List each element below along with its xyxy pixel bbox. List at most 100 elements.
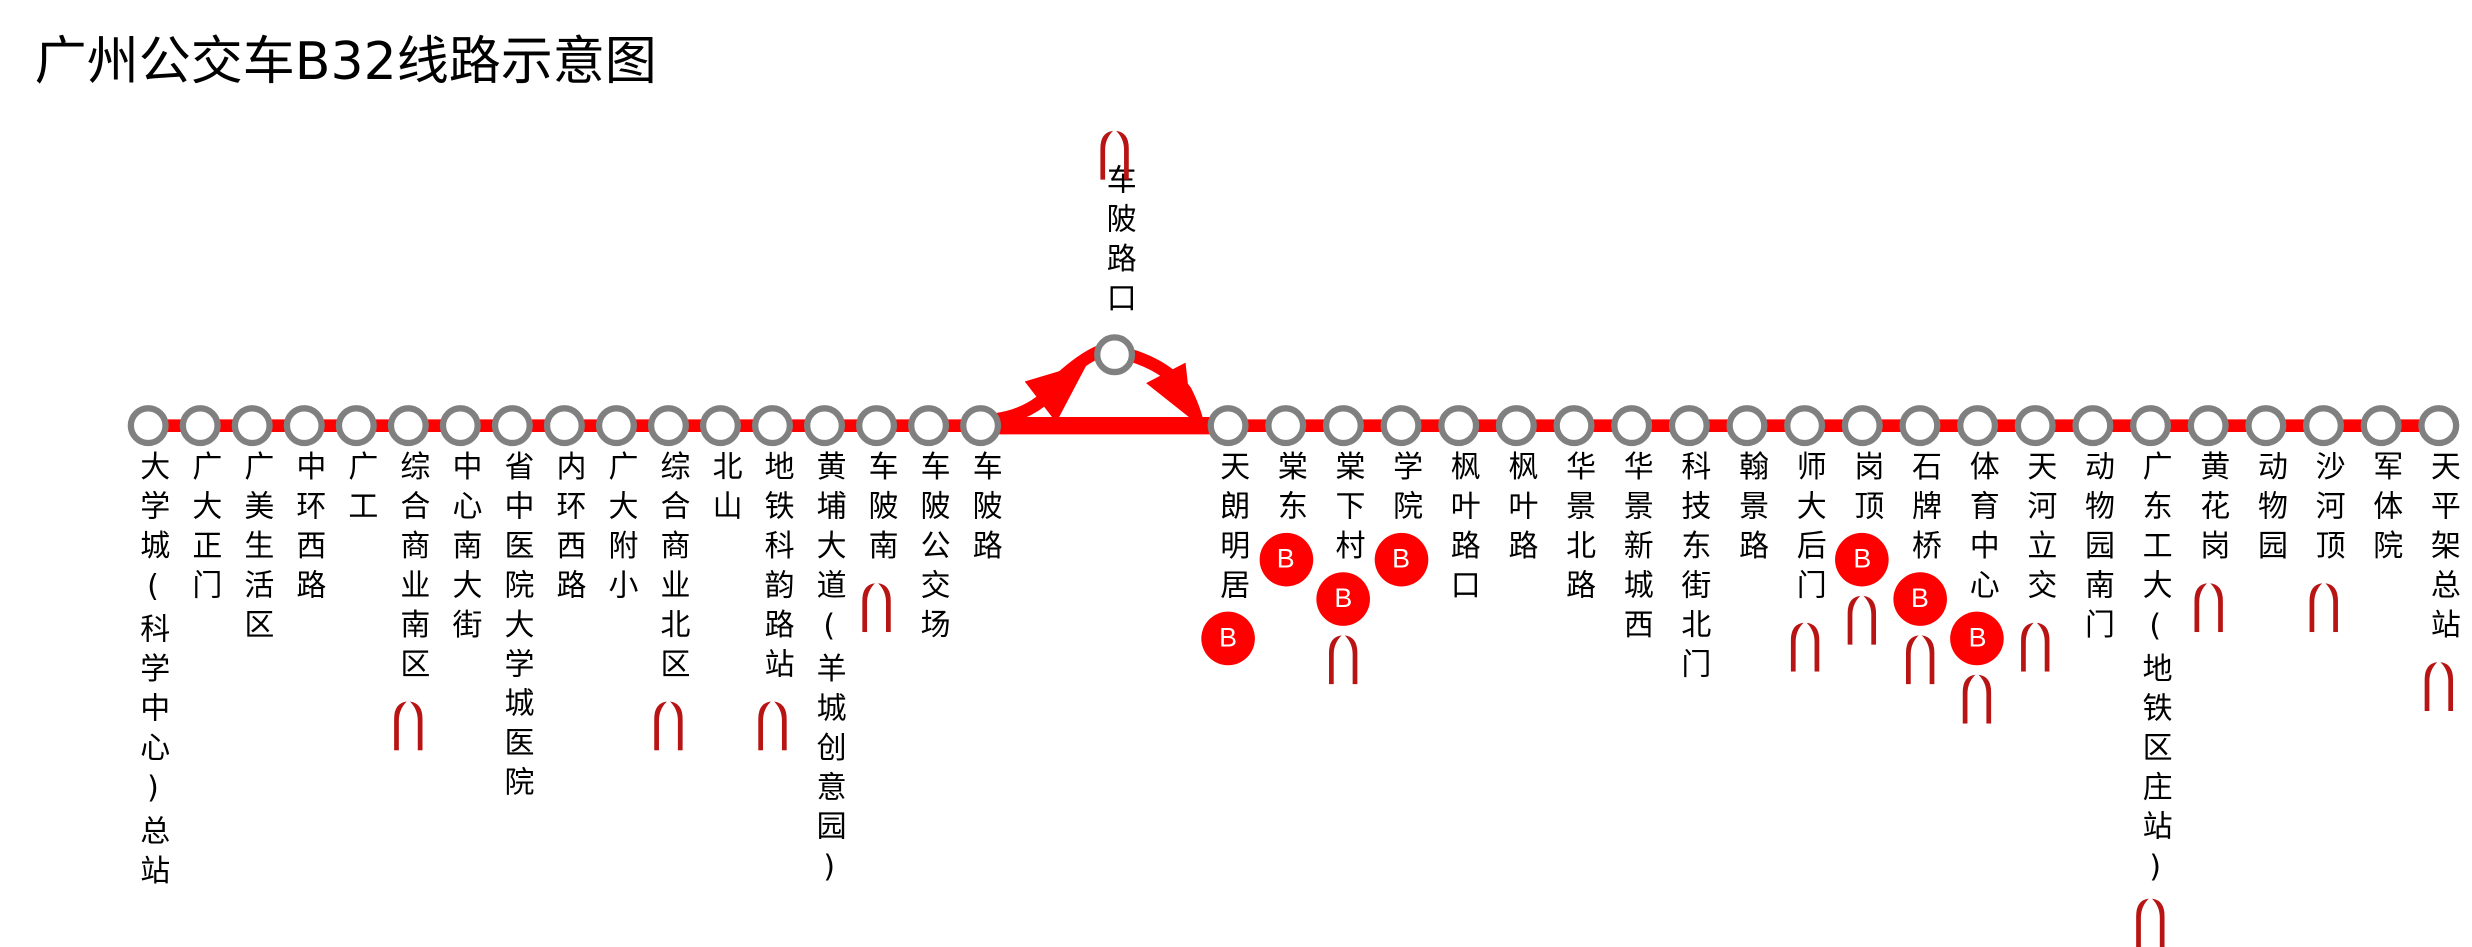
station-name[interactable]: 军体院 (2368, 450, 2404, 570)
station-marker (2418, 405, 2460, 447)
arrow-down-icon (1146, 362, 1192, 420)
station-name[interactable]: 天平架总站 (2426, 450, 2461, 648)
station-marker (1380, 405, 1422, 447)
station-marker (1726, 405, 1768, 447)
station-marker (1611, 405, 1653, 447)
station-name[interactable]: 岗顶 (1849, 450, 1885, 530)
station-name[interactable]: 枫叶路口 (1446, 450, 1481, 609)
metro-icon (2191, 582, 2226, 633)
station-name[interactable]: 黄花岗 (2195, 450, 2231, 570)
metro-icon (1097, 129, 1132, 180)
station-name[interactable]: 广美生活区 (239, 450, 275, 648)
station-marker (439, 405, 481, 447)
metro-icon (859, 582, 894, 633)
station-marker (595, 405, 637, 447)
station-marker (491, 405, 533, 447)
station-name[interactable]: 天河立交 (2022, 450, 2058, 609)
station-marker (1322, 405, 1364, 447)
station-marker (283, 405, 325, 447)
route-line-layer (127, 334, 2460, 447)
station-name[interactable]: 棠下村 (1330, 450, 1366, 570)
station-name[interactable]: 省中医院大学城医院 (499, 450, 535, 806)
arrow-up-icon (1024, 362, 1088, 423)
station-marker (1899, 405, 1941, 447)
station-marker (127, 405, 169, 447)
station-name[interactable]: 翰景路 (1734, 450, 1770, 570)
station-name[interactable]: 广大附小 (603, 450, 639, 609)
station-name[interactable]: 综合商业北区 (655, 450, 691, 688)
station-name[interactable]: 学院 (1388, 450, 1424, 530)
station-marker (2302, 405, 2344, 447)
station-name[interactable]: 北山 (707, 450, 743, 530)
metro-icon (1787, 621, 1822, 672)
station-marker (543, 405, 585, 447)
station-name[interactable]: 广东工大(地铁区庄站) (2137, 450, 2173, 894)
station-name[interactable]: 广大正门 (187, 450, 223, 609)
station-name[interactable]: 地铁科韵路站 (759, 450, 795, 688)
station-marker (1957, 405, 1999, 447)
brt-badge: B (1950, 611, 2005, 666)
station-marker (1553, 405, 1595, 447)
metro-icon (2421, 661, 2456, 712)
station-name[interactable]: 枫叶路 (1503, 450, 1539, 570)
station-marker (856, 405, 898, 447)
station-marker (1438, 405, 1480, 447)
brt-badge: B (1258, 532, 1313, 587)
station-marker (1265, 405, 1307, 447)
station-marker (647, 405, 689, 447)
station-name[interactable]: 沙河顶 (2310, 450, 2346, 570)
metro-icon (651, 700, 686, 751)
station-marker (908, 405, 950, 447)
station-marker (804, 405, 846, 447)
station-marker (335, 405, 377, 447)
station-name[interactable]: 华景新城西 (1619, 450, 1654, 648)
station-name[interactable]: 中环西路 (291, 450, 327, 609)
station-marker (2245, 405, 2287, 447)
station-name[interactable]: 动物园 (2253, 450, 2288, 570)
station-name[interactable]: 体育中心 (1964, 450, 2000, 609)
station-name[interactable]: 天朗明居 (1215, 450, 1251, 609)
station-name[interactable]: 中心南大街 (447, 450, 483, 648)
station-name[interactable]: 师大后门 (1791, 450, 1827, 609)
brt-badge: B (1201, 611, 1255, 666)
brt-badge: B (1316, 572, 1371, 626)
station-name[interactable]: 大学城(科学中心)总站 (135, 450, 171, 894)
station-name[interactable]: 内环西路 (551, 450, 587, 609)
metro-icon (2133, 897, 2168, 947)
station-marker (231, 405, 273, 447)
station-marker (2130, 405, 2172, 447)
metro-icon (2306, 582, 2341, 633)
station-name[interactable]: 综合商业南区 (395, 450, 431, 688)
station-marker (1495, 405, 1537, 447)
station-name[interactable]: 车陂路 (967, 450, 1003, 570)
metro-icon (755, 700, 790, 751)
station-marker (387, 405, 429, 447)
station-name[interactable]: 广工 (343, 450, 379, 530)
route-diagram: 广州公交车B32线路示意图 大学城(科学中心)总站广大正门广美生活区中环西路广工… (34, 29, 2461, 947)
station-name[interactable]: 车陂路口 (1101, 163, 1137, 322)
page-title: 广州公交车B32线路示意图 (34, 29, 657, 92)
station-name[interactable]: 棠东 (1273, 450, 1308, 530)
station-name[interactable]: 华景北路 (1561, 450, 1597, 609)
metro-icon (391, 700, 426, 751)
station-name[interactable]: 黄埔大道(羊城创意园) (811, 450, 847, 894)
metro-icon (1960, 673, 1995, 724)
station-marker (1784, 405, 1826, 447)
station-name[interactable]: 车陂公交场 (915, 450, 951, 648)
metro-icon (1326, 634, 1361, 685)
station-name[interactable]: 科技东街北门 (1676, 450, 1712, 688)
metro-icon (1845, 594, 1880, 645)
station-marker (2187, 405, 2229, 447)
station-marker (960, 405, 1002, 447)
station-name[interactable]: 车陂南 (863, 450, 899, 570)
station-marker (1207, 405, 1249, 447)
station-marker (1094, 334, 1136, 376)
station-marker (179, 405, 221, 447)
station-marker (751, 405, 793, 447)
station-marker (2072, 405, 2114, 447)
brt-badge: B (1835, 532, 1890, 587)
station-name[interactable]: 动物园南门 (2080, 450, 2115, 648)
station-name[interactable]: 石牌桥 (1907, 450, 1942, 570)
station-marker (2014, 405, 2056, 447)
brt-badge: B (1893, 572, 1947, 626)
